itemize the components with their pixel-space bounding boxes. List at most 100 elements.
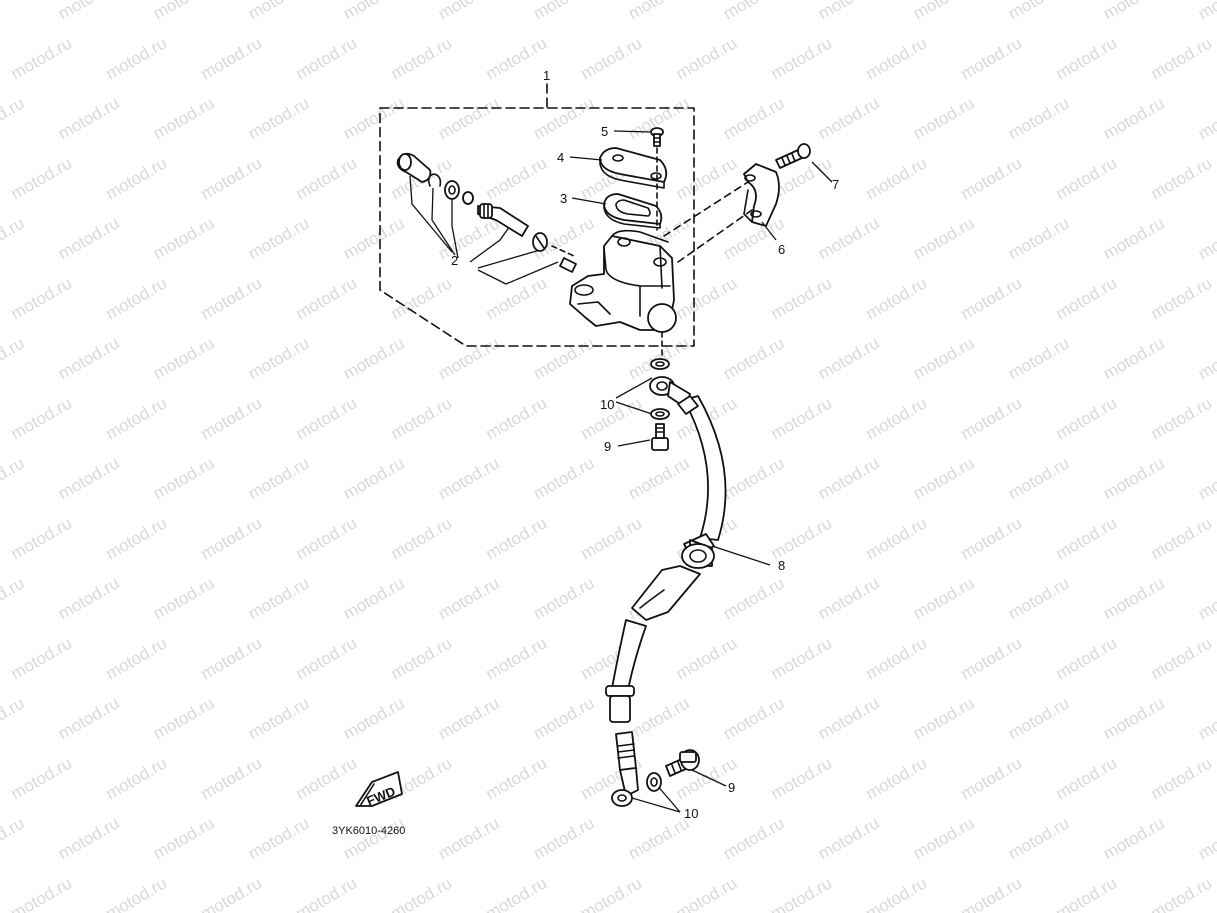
watermark-text: motod.ru xyxy=(245,693,313,743)
watermark-text: motod.ru xyxy=(815,453,883,503)
watermark-text: motod.ru xyxy=(815,333,883,383)
watermark-text: motod.ru xyxy=(103,513,171,563)
watermark-text: motod.ru xyxy=(578,513,646,563)
watermark-text: motod.ru xyxy=(0,0,28,23)
watermark-text: motod.ru xyxy=(103,873,171,913)
watermark-text: motod.ru xyxy=(293,153,361,203)
brake-hose xyxy=(605,395,727,797)
watermark-text: motod.ru xyxy=(388,633,456,683)
watermark-text: motod.ru xyxy=(958,873,1026,913)
watermark-text: motod.ru xyxy=(720,93,788,143)
watermark-text: motod.ru xyxy=(435,213,503,263)
watermark-text: motod.ru xyxy=(55,93,123,143)
watermark-text: motod.ru xyxy=(293,753,361,803)
diaphragm xyxy=(603,193,663,229)
watermark-text: motod.ru xyxy=(103,273,171,323)
watermark-text: motod.ru xyxy=(673,33,741,83)
watermark-text: motod.ru xyxy=(863,513,931,563)
watermark-text: motod.ru xyxy=(1148,633,1216,683)
watermark-text: motod.ru xyxy=(578,873,646,913)
callout-6: 6 xyxy=(778,242,785,257)
piston-kit xyxy=(396,152,577,273)
watermark-text: motod.ru xyxy=(483,873,551,913)
watermark-text: motod.ru xyxy=(8,753,76,803)
watermark-text: motod.ru xyxy=(103,753,171,803)
watermark-text: motod.ru xyxy=(1053,393,1121,443)
callout-3: 3 xyxy=(560,191,567,206)
watermark-text: motod.ru xyxy=(1005,453,1073,503)
watermark-text: motod.ru xyxy=(340,0,408,23)
watermark-text: motod.ru xyxy=(910,813,978,863)
watermark-text: motod.ru xyxy=(1195,453,1217,503)
watermark-text: motod.ru xyxy=(150,453,218,503)
watermark-text: motod.ru xyxy=(815,573,883,623)
watermark-text: motod.ru xyxy=(720,813,788,863)
watermark-text: motod.ru xyxy=(958,633,1026,683)
watermark-text: motod.ru xyxy=(910,333,978,383)
watermark-text: motod.ru xyxy=(530,93,598,143)
watermark-text: motod.ru xyxy=(8,33,76,83)
watermark-text: motod.ru xyxy=(768,873,836,913)
watermark-text: motod.ru xyxy=(958,753,1026,803)
watermark-text: motod.ru xyxy=(435,453,503,503)
watermark-text: motod.ru xyxy=(245,573,313,623)
watermark-text: motod.ru xyxy=(483,273,551,323)
callout-9-top: 9 xyxy=(604,439,611,454)
watermark-text: motod.ru xyxy=(340,213,408,263)
watermark-text: motod.ru xyxy=(910,453,978,503)
watermark-text: motod.ru xyxy=(483,153,551,203)
watermark-text: motod.ru xyxy=(815,813,883,863)
watermark-text: motod.ru xyxy=(863,273,931,323)
watermark-text: motod.ru xyxy=(103,393,171,443)
watermark-text: motod.ru xyxy=(435,0,503,23)
watermark-text: motod.ru xyxy=(958,153,1026,203)
watermark-text: motod.ru xyxy=(55,813,123,863)
watermark-text: motod.ru xyxy=(245,453,313,503)
watermark-text: motod.ru xyxy=(1100,0,1168,23)
callout-9-bottom: 9 xyxy=(728,780,735,795)
watermark-text: motod.ru xyxy=(1195,693,1217,743)
watermark-text: motod.ru xyxy=(720,453,788,503)
watermark-text: motod.ru xyxy=(863,393,931,443)
watermark-text: motod.ru xyxy=(435,93,503,143)
watermark-text: motod.ru xyxy=(1005,0,1073,23)
watermark-text: motod.ru xyxy=(1100,693,1168,743)
watermark-text: motod.ru xyxy=(910,93,978,143)
watermark-text: motod.ru xyxy=(1100,813,1168,863)
watermark-text: motod.ru xyxy=(815,0,883,23)
watermark-text: motod.ru xyxy=(530,813,598,863)
watermark-text: motod.ru xyxy=(198,873,266,913)
watermark-text: motod.ru xyxy=(1148,33,1216,83)
watermark-text: motod.ru xyxy=(1005,213,1073,263)
watermark-text: motod.ru xyxy=(910,693,978,743)
watermark-text: motod.ru xyxy=(530,0,598,23)
watermark-text: motod.ru xyxy=(625,813,693,863)
watermark-text: motod.ru xyxy=(863,873,931,913)
callout-4: 4 xyxy=(557,150,564,165)
watermark-text: motod.ru xyxy=(530,333,598,383)
watermark-text: motod.ru xyxy=(1053,33,1121,83)
watermark-text: motod.ru xyxy=(958,393,1026,443)
drawing-code: 3YK6010-4260 xyxy=(332,825,405,837)
watermark-text: motod.ru xyxy=(435,333,503,383)
watermark-text: motod.ru xyxy=(1195,333,1217,383)
watermark-text: motod.ru xyxy=(388,393,456,443)
fwd-arrow-icon: FWD xyxy=(355,771,403,809)
watermark-text: motod.ru xyxy=(1005,333,1073,383)
watermark-text: motod.ru xyxy=(1195,93,1217,143)
watermark-text: motod.ru xyxy=(625,453,693,503)
watermark-text: motod.ru xyxy=(1195,573,1217,623)
callout-2: 2 xyxy=(451,253,458,268)
watermark-text: motod.ru xyxy=(293,873,361,913)
watermark-text: motod.ru xyxy=(1148,273,1216,323)
watermark-text: motod.ru xyxy=(150,333,218,383)
watermark-text: motod.ru xyxy=(55,453,123,503)
handlebar-bracket xyxy=(743,163,780,227)
watermark-text: motod.ru xyxy=(625,0,693,23)
watermark-text: motod.ru xyxy=(1053,513,1121,563)
watermark-text: motod.ru xyxy=(483,513,551,563)
watermark-text: motod.ru xyxy=(815,93,883,143)
watermark-text: motod.ru xyxy=(0,93,28,143)
watermark-text: motod.ru xyxy=(625,693,693,743)
watermark-text: motod.ru xyxy=(245,813,313,863)
